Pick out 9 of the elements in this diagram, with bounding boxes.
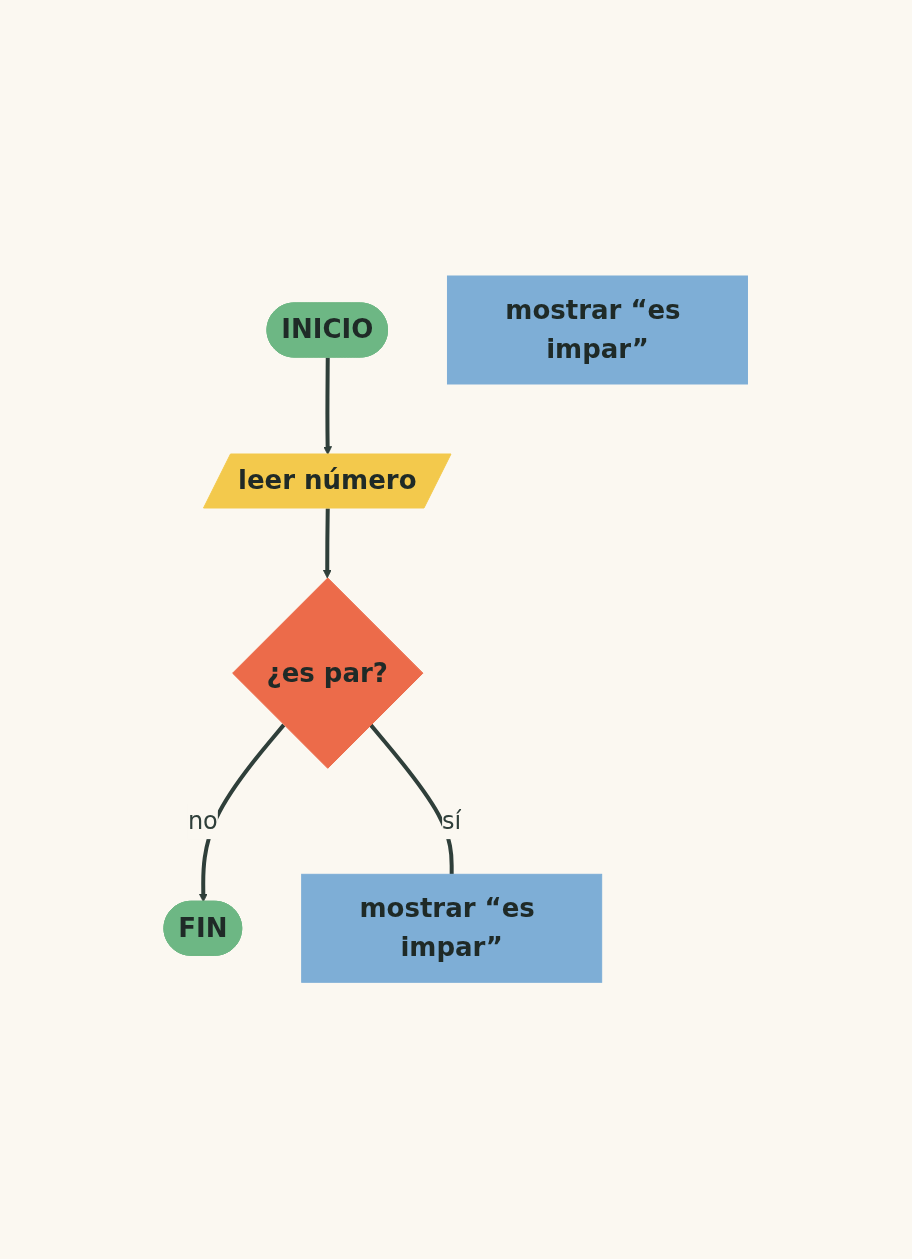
node-box: mostrar “es impar”	[447, 275, 749, 385]
node-diamond: ¿es par?	[232, 577, 424, 770]
arrow	[323, 357, 333, 456]
edge-label: sí	[442, 807, 462, 836]
arrow	[199, 723, 286, 903]
node-box: mostrar “es impar”	[301, 874, 603, 984]
connector	[369, 723, 454, 875]
arrow	[323, 508, 332, 579]
edge-label: no	[188, 807, 219, 836]
